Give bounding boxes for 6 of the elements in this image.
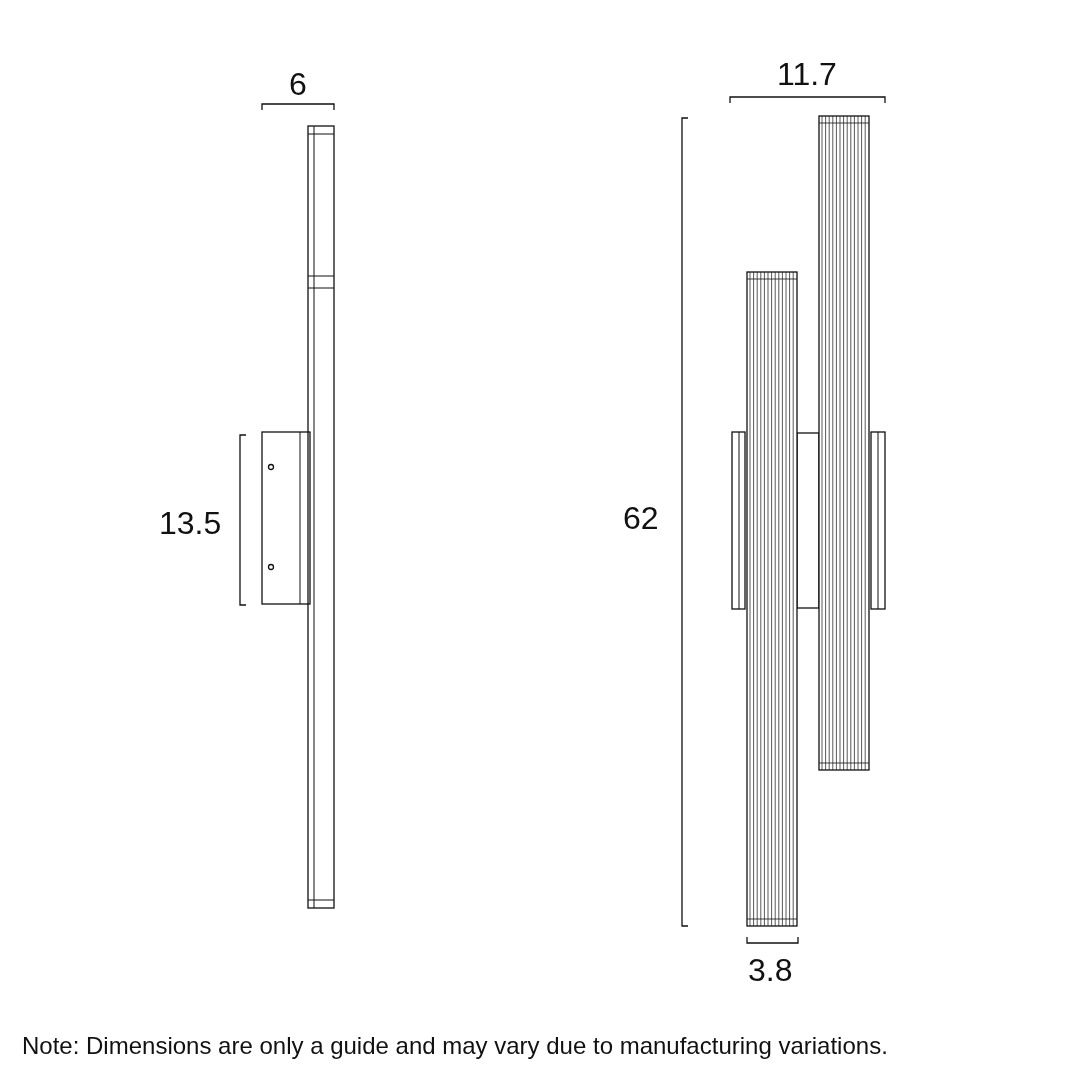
dimension-value: 13.5 [159,507,222,539]
dimension-value: 62 [623,502,659,534]
dimension-value: 11.7 [777,58,837,90]
dimension-value: 3.8 [748,954,793,986]
dimension-value: 6 [289,68,307,100]
note-text: Note: Dimensions are only a guide and may vary due to manufacturing variations. [22,1034,888,1058]
